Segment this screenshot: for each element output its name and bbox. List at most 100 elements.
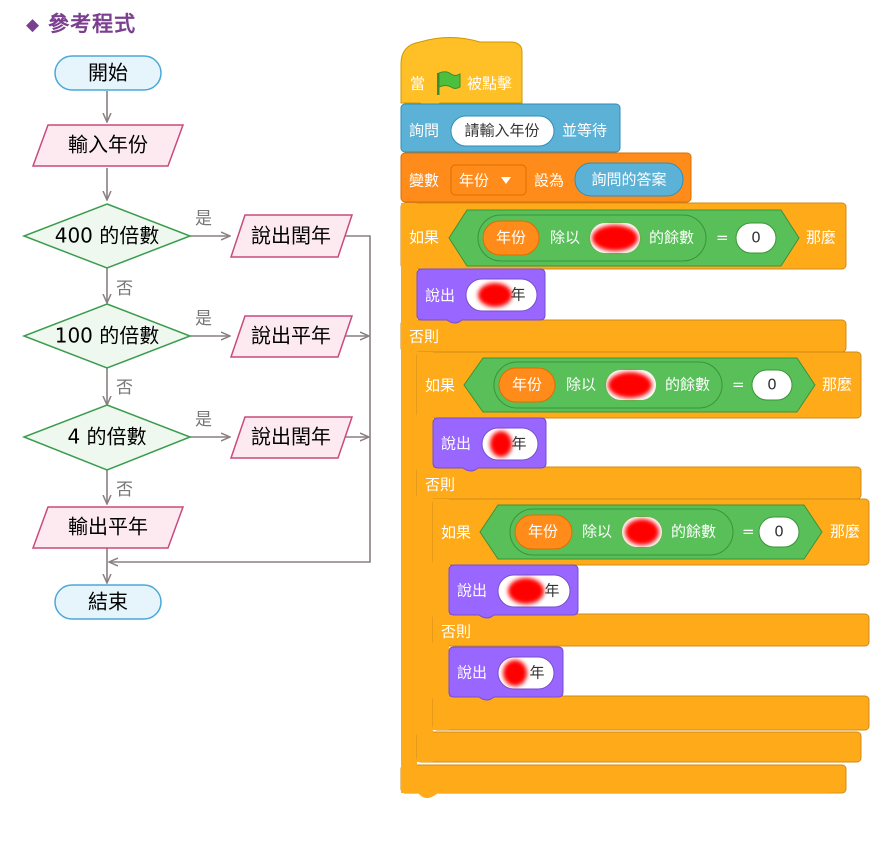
no-label: 否 [116, 378, 133, 398]
variable-dropdown[interactable] [450, 164, 527, 196]
diamond-bullet-icon: ◆ [26, 15, 41, 35]
mod-2-rem: 的餘數 [665, 376, 710, 394]
else-1-label: 否則 [409, 328, 439, 346]
redaction-mark [592, 225, 638, 251]
year-variable-1[interactable] [482, 220, 540, 256]
flow-end-text: 結束 [88, 590, 128, 614]
flow-decision-400: 400 的倍數 [21, 203, 193, 269]
no-label: 否 [116, 480, 133, 500]
say-3-label: 說出 [457, 582, 487, 600]
if-2-label: 如果 [425, 377, 455, 395]
flow-output-leap-1-text: 說出閏年 [251, 224, 331, 248]
year-variable-3-text: 年份 [528, 523, 558, 541]
flow-decision-4: 4 的倍數 [21, 404, 193, 471]
hat-prefix: 當 [410, 75, 425, 93]
ask-and-wait-block[interactable]: 詢問 請輸入年份 並等待 [400, 103, 621, 153]
flow-output-leap-2: 說出閏年 [229, 416, 354, 459]
eq-2: = [732, 376, 745, 394]
say-3-suffix: 年 [544, 582, 559, 600]
mod-3-rem: 的餘數 [671, 523, 716, 541]
mod-1-rem: 的餘數 [649, 229, 694, 247]
zero-input-3[interactable] [758, 516, 800, 548]
ask-question-input[interactable] [450, 115, 555, 147]
no-label: 否 [116, 279, 133, 299]
flow-output-common-1: 說出平年 [229, 315, 354, 358]
flow-connectors [107, 91, 371, 582]
if-3-label: 如果 [441, 524, 471, 542]
say-2-label: 說出 [441, 435, 471, 453]
year-variable-3[interactable] [514, 514, 573, 550]
flow-decision-4-text: 4 的倍數 [67, 425, 146, 449]
yes-label: 是 [195, 209, 212, 229]
answer-reporter[interactable] [574, 162, 684, 197]
year-variable-2-text: 年份 [512, 376, 542, 394]
say-block-4[interactable]: 說出 年 [448, 646, 564, 701]
ask-suffix: 並等待 [562, 122, 607, 140]
redaction-mark [608, 372, 652, 398]
if-1-header: 如果 年份 除以 的餘數 = 0 那麼 [409, 209, 836, 267]
mod-2-div: 除以 [566, 376, 596, 394]
redaction-mark [490, 431, 512, 457]
chevron-down-icon [501, 177, 511, 184]
mod-1-div: 除以 [550, 229, 580, 247]
flow-output-common-2-text: 輸出平年 [68, 515, 148, 539]
zero-3: 0 [774, 523, 784, 541]
say-block-1[interactable]: 說出 年 [416, 268, 546, 324]
variable-dropdown-text: 年份 [459, 172, 489, 190]
then-1: 那麼 [806, 229, 836, 247]
say-1-suffix: 年 [510, 286, 525, 304]
zero-1: 0 [751, 229, 761, 247]
say-block-3[interactable]: 說出 年 [448, 564, 579, 619]
hat-suffix: 被點擊 [467, 75, 512, 93]
say-4-label: 說出 [457, 664, 487, 682]
green-flag-icon [437, 71, 461, 95]
year-variable-1-text: 年份 [496, 229, 526, 247]
yes-label: 是 [195, 309, 212, 329]
say-4-suffix: 年 [529, 664, 544, 682]
flow-decision-400-text: 400 的倍數 [55, 224, 160, 248]
if-3-header: 如果 年份 除以 的餘數 = 0 那麼 [441, 504, 860, 560]
flow-input-box: 輸入年份 [31, 124, 185, 167]
section-title: ◆ 參考程式 [26, 8, 136, 38]
redaction-mark [508, 578, 544, 604]
flow-decision-100: 100 的倍數 [21, 303, 193, 369]
flow-decision-100-text: 100 的倍數 [55, 324, 160, 348]
say-1-label: 說出 [425, 287, 455, 305]
eq-3: = [742, 523, 755, 541]
answer-reporter-text: 詢問的答案 [591, 171, 666, 189]
year-variable-2[interactable] [498, 367, 556, 403]
if-2-header: 如果 年份 除以 的餘數 = 0 那麼 [425, 357, 852, 413]
when-flag-clicked-block[interactable]: 當 被點擊 [400, 37, 523, 108]
say-2-suffix: 年 [511, 435, 526, 453]
say-block-2[interactable]: 說出 年 [432, 417, 547, 472]
zero-input-2[interactable] [751, 369, 793, 401]
zero-2: 0 [767, 376, 777, 394]
set-variable-block[interactable]: 變數 年份 設為 詢問的答案 [400, 152, 692, 203]
ask-label: 詢問 [409, 122, 439, 140]
redaction-mark [478, 283, 512, 307]
mod-3-div: 除以 [582, 523, 612, 541]
yes-label: 是 [195, 410, 212, 430]
set-mid: 設為 [534, 172, 564, 190]
else-2-label: 否則 [425, 476, 455, 494]
flow-output-leap-2-text: 說出閏年 [251, 425, 331, 449]
flow-output-common-1-text: 說出平年 [251, 324, 331, 348]
ask-question-value: 請輸入年份 [464, 122, 539, 140]
then-2: 那麼 [822, 376, 852, 394]
else-3-label: 否則 [441, 623, 471, 641]
flow-start-text: 開始 [88, 61, 128, 85]
flow-output-common-2: 輸出平年 [31, 506, 185, 549]
flow-end-terminal: 結束 [54, 584, 162, 620]
if-1-label: 如果 [409, 229, 439, 247]
eq-1: = [716, 229, 729, 247]
zero-input-1[interactable] [735, 222, 777, 254]
redaction-mark [503, 660, 527, 686]
flow-input-text: 輸入年份 [68, 133, 148, 157]
redaction-mark [625, 519, 659, 545]
section-title-text: 參考程式 [48, 12, 137, 36]
set-label: 變數 [409, 172, 439, 190]
flow-output-leap-1: 說出閏年 [229, 214, 354, 258]
then-3: 那麼 [830, 523, 860, 541]
